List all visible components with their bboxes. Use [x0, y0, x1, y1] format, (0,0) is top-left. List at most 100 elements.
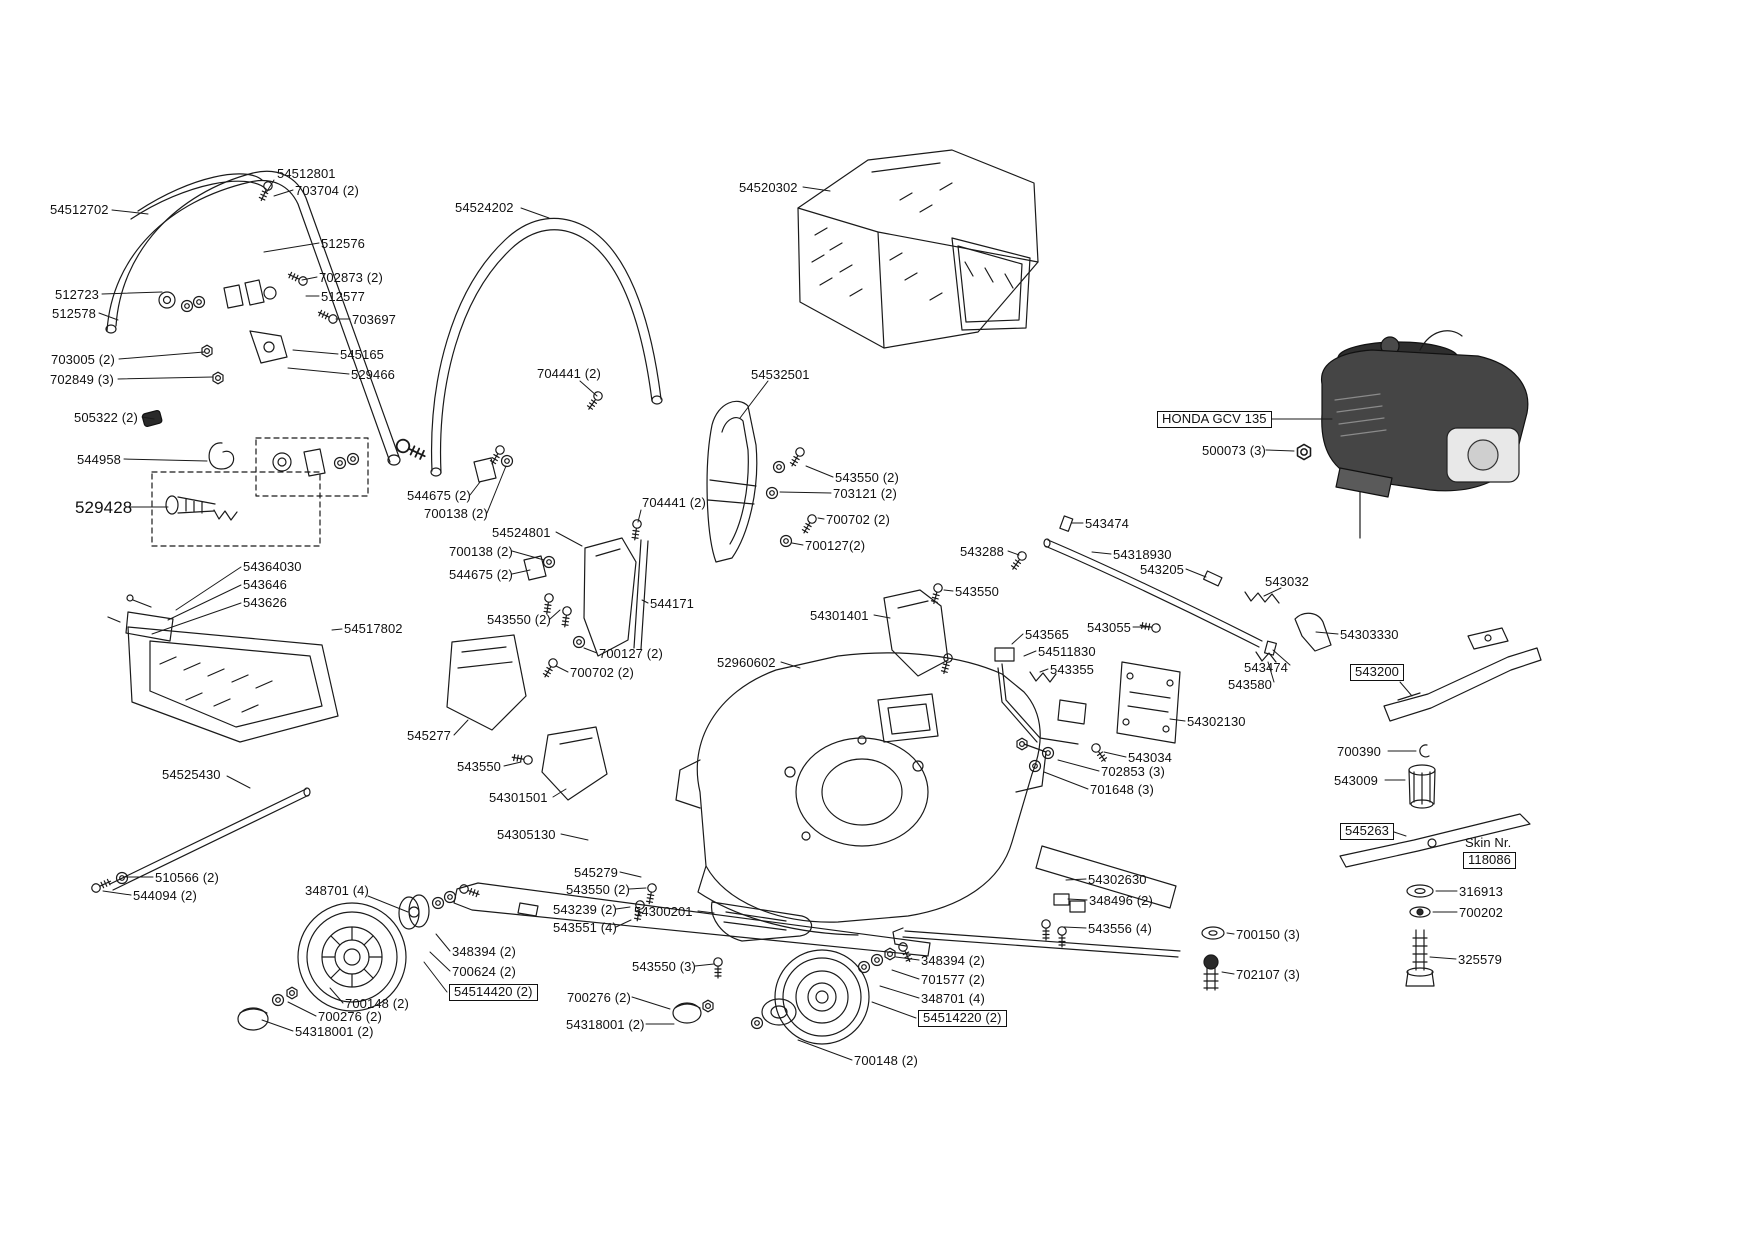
engine-drawing — [1296, 330, 1529, 539]
part-label: 54524801 — [492, 525, 551, 540]
part-label: 545165 — [340, 347, 384, 362]
part-label: 543355 — [1050, 662, 1094, 677]
part-label: 54511830 — [1038, 644, 1096, 659]
leader-line — [1185, 568, 1207, 578]
leader-line — [511, 550, 545, 561]
part-label: 543055 — [1087, 620, 1131, 635]
leader-line — [1399, 681, 1413, 697]
leader-line — [1267, 661, 1275, 683]
part-label: 348394 (2) — [921, 953, 985, 968]
leader-line — [261, 1019, 294, 1032]
part-label: 543550 — [955, 584, 999, 599]
leader-line — [552, 788, 567, 798]
upper-blade-drawing — [1383, 627, 1542, 722]
leader-line — [117, 376, 214, 380]
part-label: 704441 (2) — [642, 495, 706, 510]
part-label: 700276 (2) — [318, 1009, 382, 1024]
part-label: 543474 — [1244, 660, 1288, 675]
part-label: 543646 — [243, 577, 287, 592]
part-label: 543034 — [1128, 750, 1172, 765]
engine-mount-cluster-drawing — [994, 647, 1181, 773]
leader-line — [1057, 759, 1100, 772]
leader-line — [287, 1001, 317, 1017]
leader-line — [1011, 633, 1024, 645]
part-label: 701648 (3) — [1090, 782, 1154, 797]
leader-line — [895, 956, 920, 961]
leader-line — [694, 963, 715, 967]
part-label: 544958 — [77, 452, 121, 467]
leader-line — [429, 951, 451, 972]
leader-line — [615, 906, 631, 910]
leader-line — [520, 207, 550, 219]
leader-line — [641, 599, 649, 604]
part-label: 701577 (2) — [921, 972, 985, 987]
leader-line — [1169, 718, 1186, 722]
leader-line — [167, 584, 242, 621]
part-label: 54301501 — [489, 790, 548, 805]
leader-line — [331, 628, 343, 631]
leader-line — [619, 871, 642, 878]
leader-line — [697, 910, 715, 914]
leader-line — [555, 531, 583, 547]
blade-assembly-drawing — [1201, 744, 1531, 991]
leader-line — [797, 1039, 853, 1061]
cable-guide-bracket-drawing — [883, 582, 954, 677]
part-label: 500073 (3) — [1202, 443, 1266, 458]
part-label: 510566 (2) — [155, 870, 219, 885]
part-label: 543565 — [1025, 627, 1069, 642]
leader-line — [802, 186, 831, 192]
leader-line — [226, 775, 251, 789]
part-label: 700138 (2) — [449, 544, 513, 559]
leader-line — [273, 189, 294, 197]
leader-line — [637, 509, 642, 523]
part-label: 703704 (2) — [295, 183, 359, 198]
leader-line — [292, 349, 339, 355]
leader-line — [1063, 926, 1087, 929]
left-wheel-drawing — [237, 883, 482, 1031]
leader-line — [1039, 668, 1049, 673]
leader-line — [739, 380, 769, 419]
leader-line — [1221, 971, 1235, 975]
part-label: 54517802 — [344, 621, 403, 636]
part-label: 543200 — [1350, 664, 1404, 681]
leader-line — [1272, 649, 1291, 666]
part-label: 543288 — [960, 544, 1004, 559]
part-label: 54512801 — [277, 166, 336, 181]
leader-line — [549, 609, 561, 620]
part-label: 529428 — [75, 498, 133, 517]
part-label: 543550 (2) — [566, 882, 630, 897]
leader-line — [102, 890, 132, 896]
leader-line — [1067, 898, 1088, 901]
leader-line — [1043, 771, 1089, 790]
side-guard-drawing — [510, 726, 608, 801]
lower-handle-drawing — [105, 170, 429, 470]
part-label: 54305130 — [497, 827, 556, 842]
part-label: 54318001 (2) — [566, 1017, 645, 1032]
grass-catcher-drawing — [797, 149, 1039, 349]
leader-line — [511, 569, 531, 575]
part-label: Skin Nr. — [1465, 835, 1512, 850]
part-label: 545279 — [574, 865, 618, 880]
part-label: 543556 (4) — [1088, 921, 1152, 936]
center-axle-drawing — [453, 882, 931, 957]
part-label: 54364030 — [243, 559, 302, 574]
leader-line — [560, 833, 589, 841]
leader-lines — [98, 179, 1458, 1061]
part-label: 543580 — [1228, 677, 1272, 692]
part-label: 702853 (3) — [1101, 764, 1165, 779]
part-label: 54525430 — [162, 767, 221, 782]
part-label: 545277 — [407, 728, 451, 743]
handle-bracket-drawing — [523, 537, 649, 680]
leader-line — [791, 542, 804, 546]
leader-line — [329, 987, 344, 1004]
leader-line — [435, 933, 451, 952]
rear-skirt-drawing — [892, 845, 1181, 958]
leader-line — [287, 367, 350, 375]
leader-line — [628, 887, 647, 890]
part-label: 543239 (2) — [553, 902, 617, 917]
part-label: 348701 (4) — [921, 991, 985, 1006]
leader-line — [1265, 449, 1295, 452]
part-label: 505322 (2) — [74, 410, 138, 425]
